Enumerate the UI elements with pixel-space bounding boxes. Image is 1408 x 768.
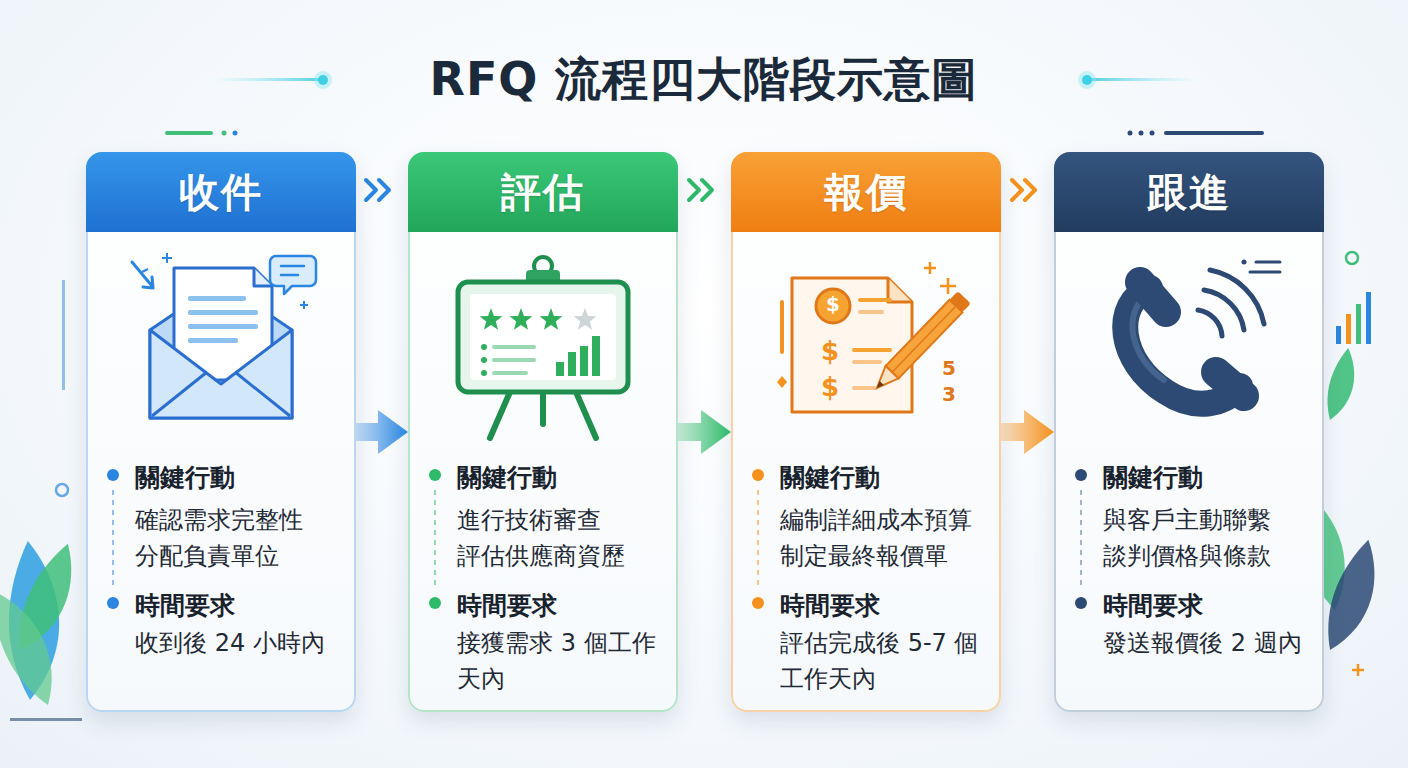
time-requirement: 發送報價後 2 週內 [1103,625,1321,661]
glow-line [215,78,323,81]
action-item: 確認需求完整性 [135,502,353,538]
accent-ring [56,484,68,496]
time-requirement: 接獲需求 3 個工作天內 [457,625,675,697]
envelope-icon [132,253,316,418]
section-heading: 關鍵行動 [1103,460,1321,496]
phone-icon [1125,260,1280,404]
glow-dot [1082,75,1092,85]
flow-arrow [356,410,408,454]
section-heading: 關鍵行動 [457,460,675,496]
glow-dot [1078,71,1096,89]
evaluation-board-icon [458,257,628,438]
diagram-title: RFQ 流程四大階段示意圖 [0,46,1408,112]
stage-heading: 跟進 [1147,165,1231,220]
action-item: 談判價格與條款 [1103,538,1321,574]
header-band: 跟進 [1054,152,1324,232]
flow-arrow [1001,410,1054,454]
glow-dot [314,71,332,89]
quote-document-icon [777,262,971,412]
accent-dot [233,131,238,136]
stage-heading: 評估 [501,165,585,220]
header-band: 評估 [408,152,678,232]
section-heading: 時間要求 [1103,588,1321,624]
section-heading: 關鍵行動 [780,460,998,496]
flow-arrow [678,410,731,454]
accent-dot [222,131,227,136]
sparkle [1352,664,1364,676]
stage-card: 評估關鍵行動進行技術審查評估供應商資歷時間要求接獲需求 3 個工作天內 [408,152,678,712]
section-heading: 時間要求 [135,588,353,624]
accent-line [10,718,82,721]
action-item: 評估供應商資歷 [457,538,675,574]
section-heading: 關鍵行動 [135,460,353,496]
section-heading: 時間要求 [457,588,675,624]
time-requirement: 收到後 24 小時內 [135,625,353,661]
header-band: 收件 [86,152,356,232]
time-requirement: 評估完成後 5-7 個工作天內 [780,625,998,697]
stage-card: 收件關鍵行動確認需求完整性分配負責單位時間要求收到後 24 小時內 [86,152,356,712]
accent-line [62,280,65,390]
stage-heading: 收件 [179,165,263,220]
accent-dash [1164,131,1264,135]
accent-ring [1346,252,1358,264]
action-item: 分配負責單位 [135,538,353,574]
action-item: 與客戶主動聯繫 [1103,502,1321,538]
accent-dot [1139,131,1144,136]
stage-card: 跟進關鍵行動與客戶主動聯繫談判價格與條款時間要求發送報價後 2 週內 [1054,152,1324,712]
glow-dot [318,75,328,85]
accent-dash [165,131,213,135]
accent-dot [1150,131,1155,136]
stage-heading: 報價 [824,165,908,220]
accent-dot [1128,131,1133,136]
section-heading: 時間要求 [780,588,998,624]
mini-bar-chart [1336,292,1371,344]
stage-card: 報價關鍵行動編制詳細成本預算制定最終報價單時間要求評估完成後 5-7 個工作天內 [731,152,1001,712]
header-band: 報價 [731,152,1001,232]
glow-line [1087,78,1195,81]
action-item: 制定最終報價單 [780,538,998,574]
action-item: 進行技術審查 [457,502,675,538]
action-item: 編制詳細成本預算 [780,502,998,538]
bullet-markers [107,469,1087,609]
